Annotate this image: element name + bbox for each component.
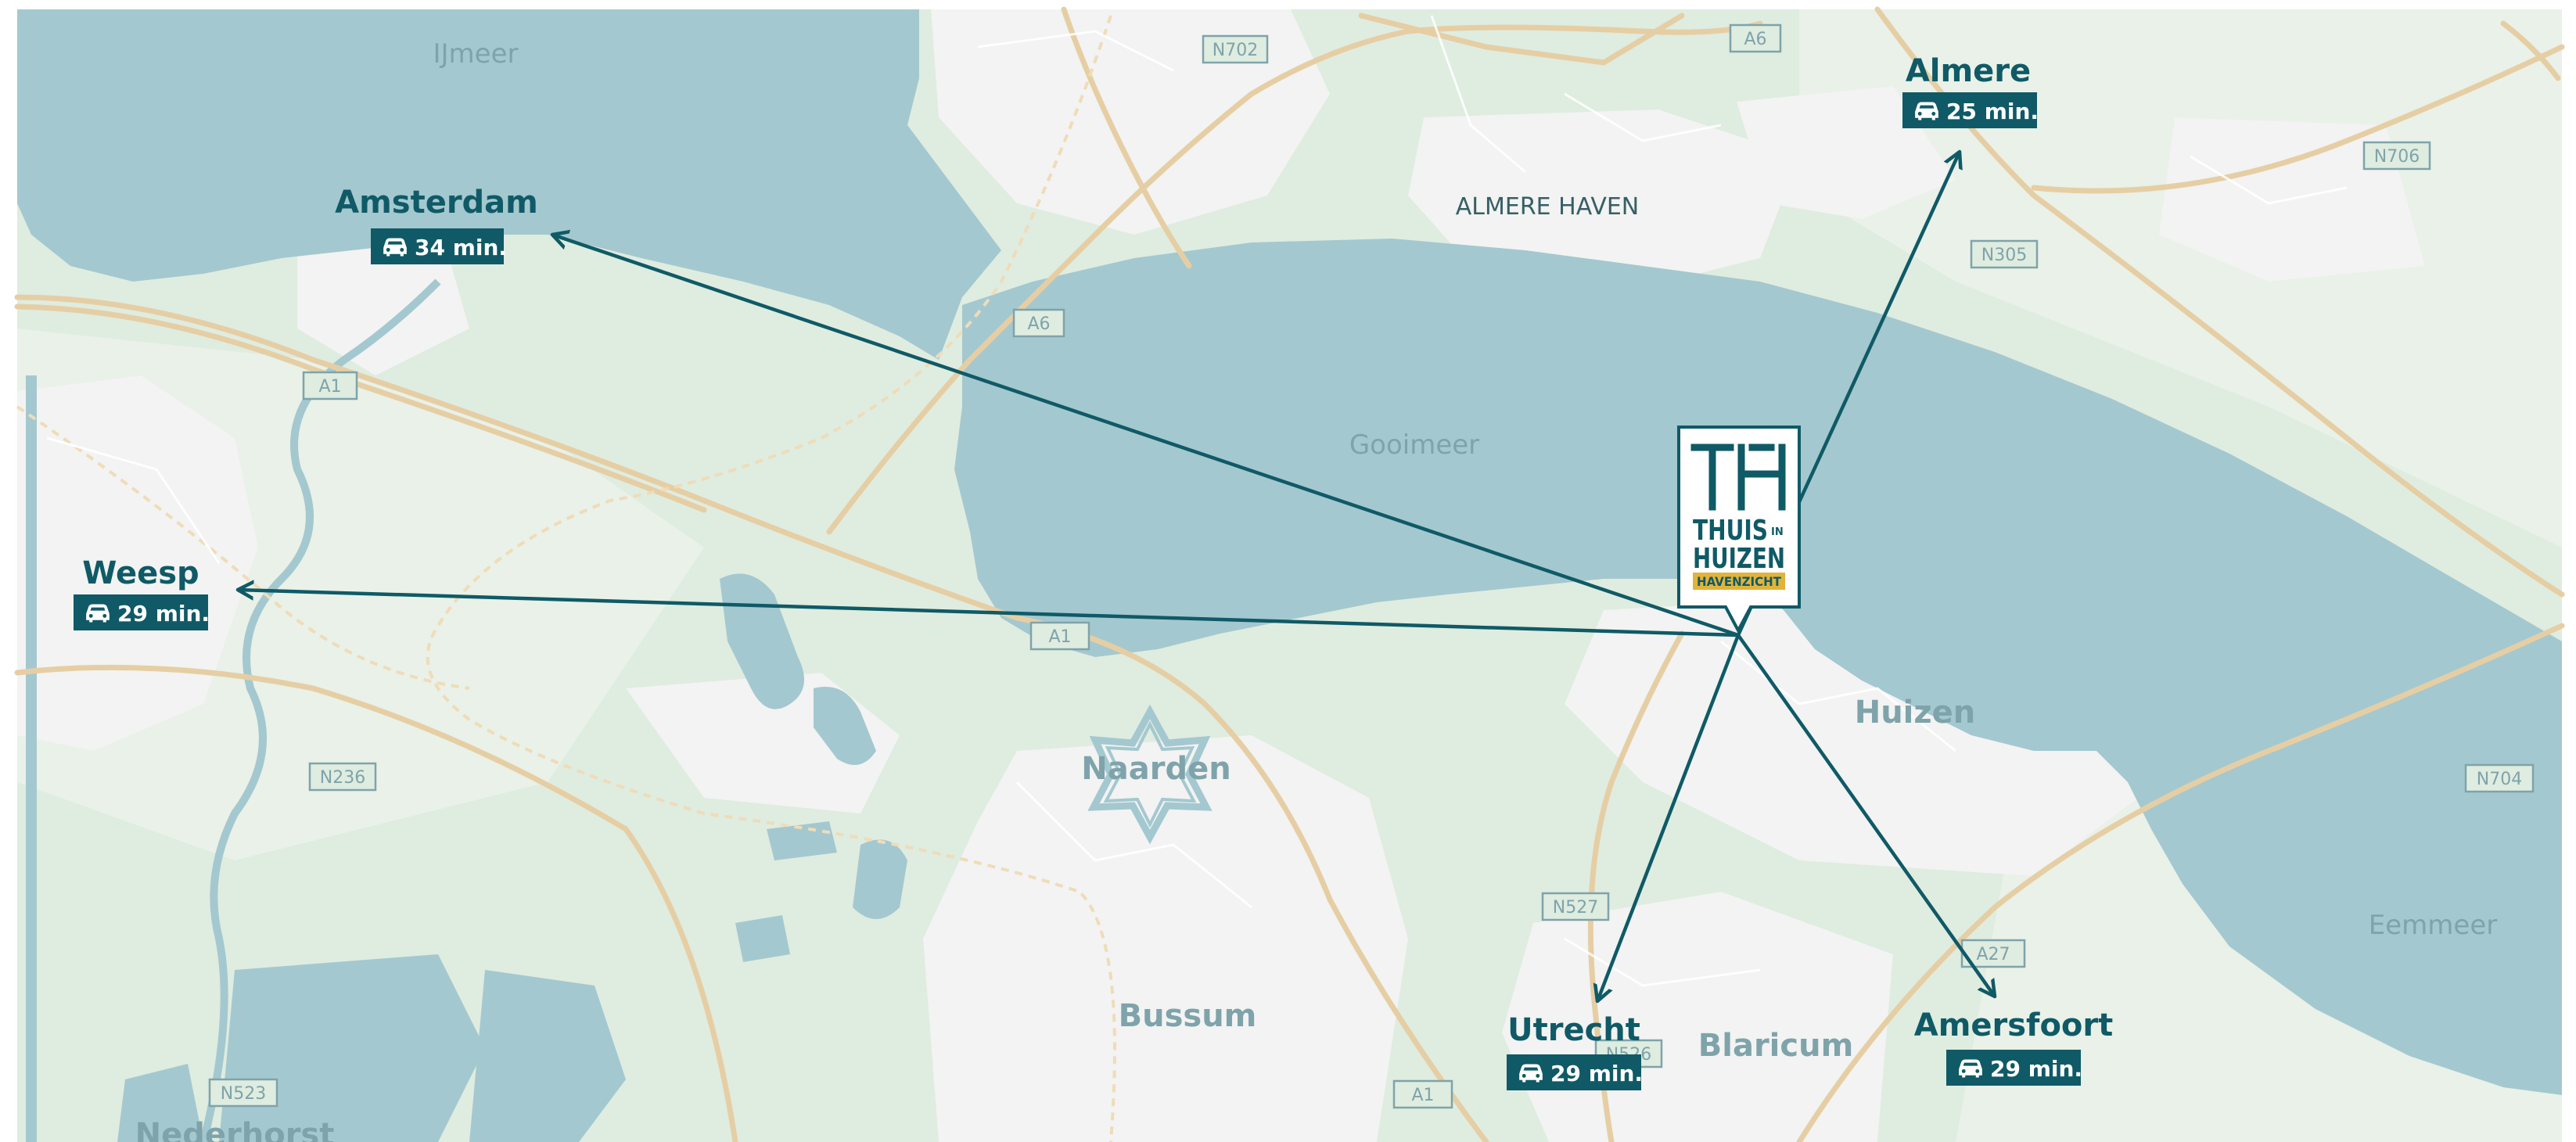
urban-areas: [17, 9, 2425, 1142]
logo-in: IN: [1771, 526, 1784, 538]
weesp-name: Weesp: [82, 555, 199, 591]
svg-text:N527: N527: [1553, 898, 1598, 918]
lake-6: [219, 954, 485, 1142]
gooimeer-water: [954, 239, 2562, 1095]
th-monogram-icon: [1690, 444, 1786, 511]
road-shield-a6-mid: A6: [1012, 308, 1065, 338]
route-arrows: [238, 152, 1995, 1001]
lake-7: [469, 970, 626, 1142]
destination-amsterdam[interactable]: Amsterdam 34 min.: [335, 185, 538, 264]
svg-text:N523: N523: [221, 1084, 266, 1104]
gooimeer-label: Gooimeer: [1349, 429, 1479, 461]
svg-text:A1: A1: [1048, 627, 1071, 647]
car-icon: [1519, 1064, 1543, 1083]
road-shield-n702: N702: [1202, 34, 1269, 64]
arrow-to-utrecht: [1597, 634, 1741, 1001]
almere-name: Almere: [1906, 53, 2031, 89]
road-shield-a6-top: A6: [1729, 23, 1782, 53]
lake-4: [767, 821, 837, 860]
nederhorst-label: Nederhorst: [135, 1117, 335, 1142]
almere-haven-label: ALMERE HAVEN: [1456, 193, 1640, 221]
naarden-label: Naarden: [1081, 751, 1231, 787]
huizen-label: Huizen: [1855, 695, 1976, 731]
minor-roads: [46, 15, 2348, 987]
utrecht-name: Utrecht: [1507, 1012, 1640, 1048]
top-margin: [0, 0, 2576, 9]
road-shield-n523: N523: [208, 1078, 278, 1108]
destination-amersfoort[interactable]: Amersfoort 29 min.: [1914, 1007, 2114, 1086]
lake-5: [735, 915, 790, 962]
lake-8: [117, 1064, 203, 1142]
road-shield-a1-south: A1: [1392, 1079, 1453, 1109]
amsterdam-name: Amsterdam: [335, 185, 538, 221]
destination-almere[interactable]: Almere 25 min.: [1902, 53, 2039, 128]
svg-text:N236: N236: [320, 768, 365, 788]
logo-line-1: THUIS: [1693, 515, 1768, 547]
svg-text:A27: A27: [1976, 945, 2010, 964]
road-shield-n305: N305: [1970, 239, 2039, 269]
blaricum-label: Blaricum: [1698, 1028, 1854, 1064]
destination-weesp[interactable]: Weesp 29 min.: [74, 555, 210, 630]
lake-3: [853, 839, 907, 919]
arrow-to-weesp: [238, 590, 1739, 637]
road-shield-n236: N236: [308, 762, 377, 792]
road-shield-a1-mid: A1: [1029, 621, 1090, 651]
car-icon: [383, 238, 407, 257]
car-icon: [1915, 102, 1938, 120]
car-icon: [86, 604, 110, 623]
logo-tag: HAVENZICHT: [1697, 574, 1781, 589]
arrow-to-amersfoort: [1737, 634, 1995, 997]
svg-text:A1: A1: [318, 377, 341, 397]
road-shield-n527: N527: [1541, 892, 1610, 921]
svg-text:N305: N305: [1981, 246, 2027, 265]
eemmeer-label: Eemmeer: [2369, 910, 2497, 941]
bussum-label: Bussum: [1119, 998, 1257, 1034]
svg-text:A6: A6: [1744, 30, 1766, 49]
weesp-time: 29 min.: [117, 601, 210, 627]
ijmeer-label: IJmeer: [433, 38, 519, 70]
svg-text:N702: N702: [1213, 41, 1258, 60]
ijmeer-water: [17, 9, 1001, 360]
almere-time: 25 min.: [1946, 99, 2039, 124]
amsterdam-time: 34 min.: [415, 235, 507, 260]
svg-text:A1: A1: [1411, 1086, 1434, 1105]
amersfoort-name: Amersfoort: [1914, 1007, 2114, 1043]
lake-2: [814, 687, 876, 765]
railways: [16, 15, 1116, 1142]
logo-line-2: HUIZEN: [1693, 543, 1785, 575]
road-shield-n706: N706: [2362, 141, 2431, 171]
utrecht-time: 29 min.: [1550, 1061, 1643, 1086]
svg-text:N704: N704: [2477, 770, 2522, 789]
naarden-fortress: [1087, 704, 1213, 845]
road-shield-a1-west: A1: [302, 371, 358, 400]
svg-text:N706: N706: [2374, 147, 2420, 167]
left-margin: [0, 0, 17, 1142]
destination-utrecht[interactable]: Utrecht 29 min.: [1507, 1012, 1643, 1090]
road-shield-n704: N704: [2464, 763, 2535, 793]
lake-1: [720, 573, 804, 709]
arrow-to-amsterdam: [552, 235, 1739, 637]
logo-tag-background: [1693, 573, 1785, 590]
amersfoort-time: 29 min.: [1990, 1056, 2082, 1082]
location-pin-logo[interactable]: THUIS IN HUIZEN HAVENZICHT: [1677, 426, 1801, 634]
car-icon: [1959, 1059, 1982, 1078]
svg-text:A6: A6: [1027, 314, 1050, 334]
right-margin: [2562, 0, 2576, 1142]
